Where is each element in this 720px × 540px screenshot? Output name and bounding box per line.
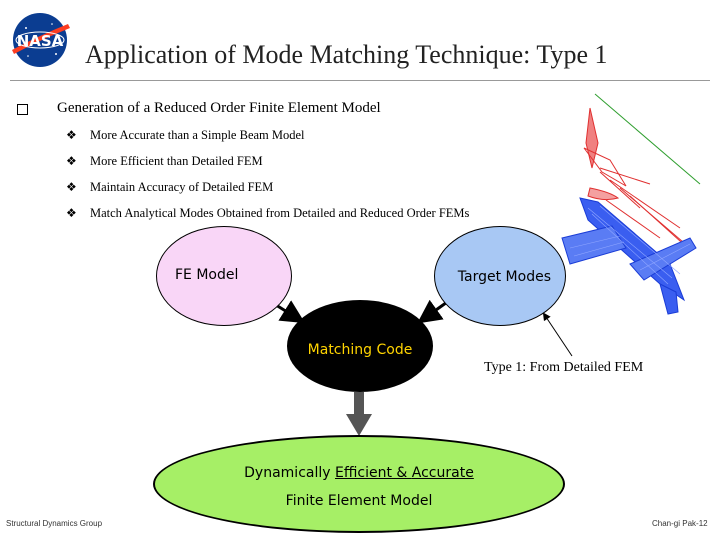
target-modes-label: Target Modes bbox=[457, 269, 551, 285]
matching-code-node: Matching Code bbox=[287, 300, 433, 392]
diamond-bullet-icon: ❖ bbox=[66, 180, 77, 194]
arrow-matching-to-result-shaft bbox=[354, 392, 364, 416]
sub-bullet-text: Maintain Accuracy of Detailed FEM bbox=[90, 180, 274, 194]
square-bullet-icon bbox=[17, 104, 28, 115]
result-ampersand: & bbox=[391, 465, 412, 481]
result-fe-model-node: Dynamically Efficient & Accurate Finite … bbox=[153, 435, 565, 533]
sub-bullet: ❖ More Accurate than a Simple Beam Model bbox=[66, 128, 305, 143]
nasa-logo: NASA bbox=[12, 13, 70, 67]
result-accurate: Accurate bbox=[411, 465, 474, 481]
arrow-matching-to-result-head bbox=[346, 414, 372, 436]
fe-model-node: FE Model bbox=[156, 226, 292, 326]
result-line-1: Dynamically Efficient & Accurate bbox=[155, 465, 563, 481]
result-efficient: Efficient bbox=[335, 465, 392, 481]
diamond-bullet-icon: ❖ bbox=[66, 154, 77, 168]
result-prefix: Dynamically bbox=[244, 465, 335, 481]
main-bullet-text: Generation of a Reduced Order Finite Ele… bbox=[57, 100, 381, 116]
aircraft-fem-illustration bbox=[561, 93, 701, 315]
type-label: Type 1: From Detailed FEM bbox=[484, 360, 644, 375]
page-title: Application of Mode Matching Technique: … bbox=[85, 40, 608, 69]
sub-bullet: ❖ Match Analytical Modes Obtained from De… bbox=[66, 206, 469, 221]
sub-bullet: ❖ More Efficient than Detailed FEM bbox=[66, 154, 263, 169]
sub-bullet: ❖ Maintain Accuracy of Detailed FEM bbox=[66, 180, 273, 195]
fe-model-label: FE Model bbox=[175, 267, 239, 283]
matching-code-label: Matching Code bbox=[307, 342, 413, 358]
footer-page: Chan-gi Pak-12 bbox=[652, 519, 708, 528]
sub-bullet-text: More Efficient than Detailed FEM bbox=[90, 154, 263, 168]
target-modes-node: Target Modes bbox=[434, 226, 566, 326]
sub-bullet-text: More Accurate than a Simple Beam Model bbox=[90, 128, 305, 142]
sub-bullet-text: Match Analytical Modes Obtained from Det… bbox=[90, 206, 470, 220]
diamond-bullet-icon: ❖ bbox=[66, 206, 77, 220]
arrow-label-to-target bbox=[542, 312, 573, 357]
result-line-2: Finite Element Model bbox=[285, 493, 433, 509]
title-divider bbox=[10, 80, 710, 81]
diamond-bullet-icon: ❖ bbox=[66, 128, 77, 142]
logo-text: NASA bbox=[17, 32, 64, 50]
footer-group: Structural Dynamics Group bbox=[6, 519, 103, 528]
